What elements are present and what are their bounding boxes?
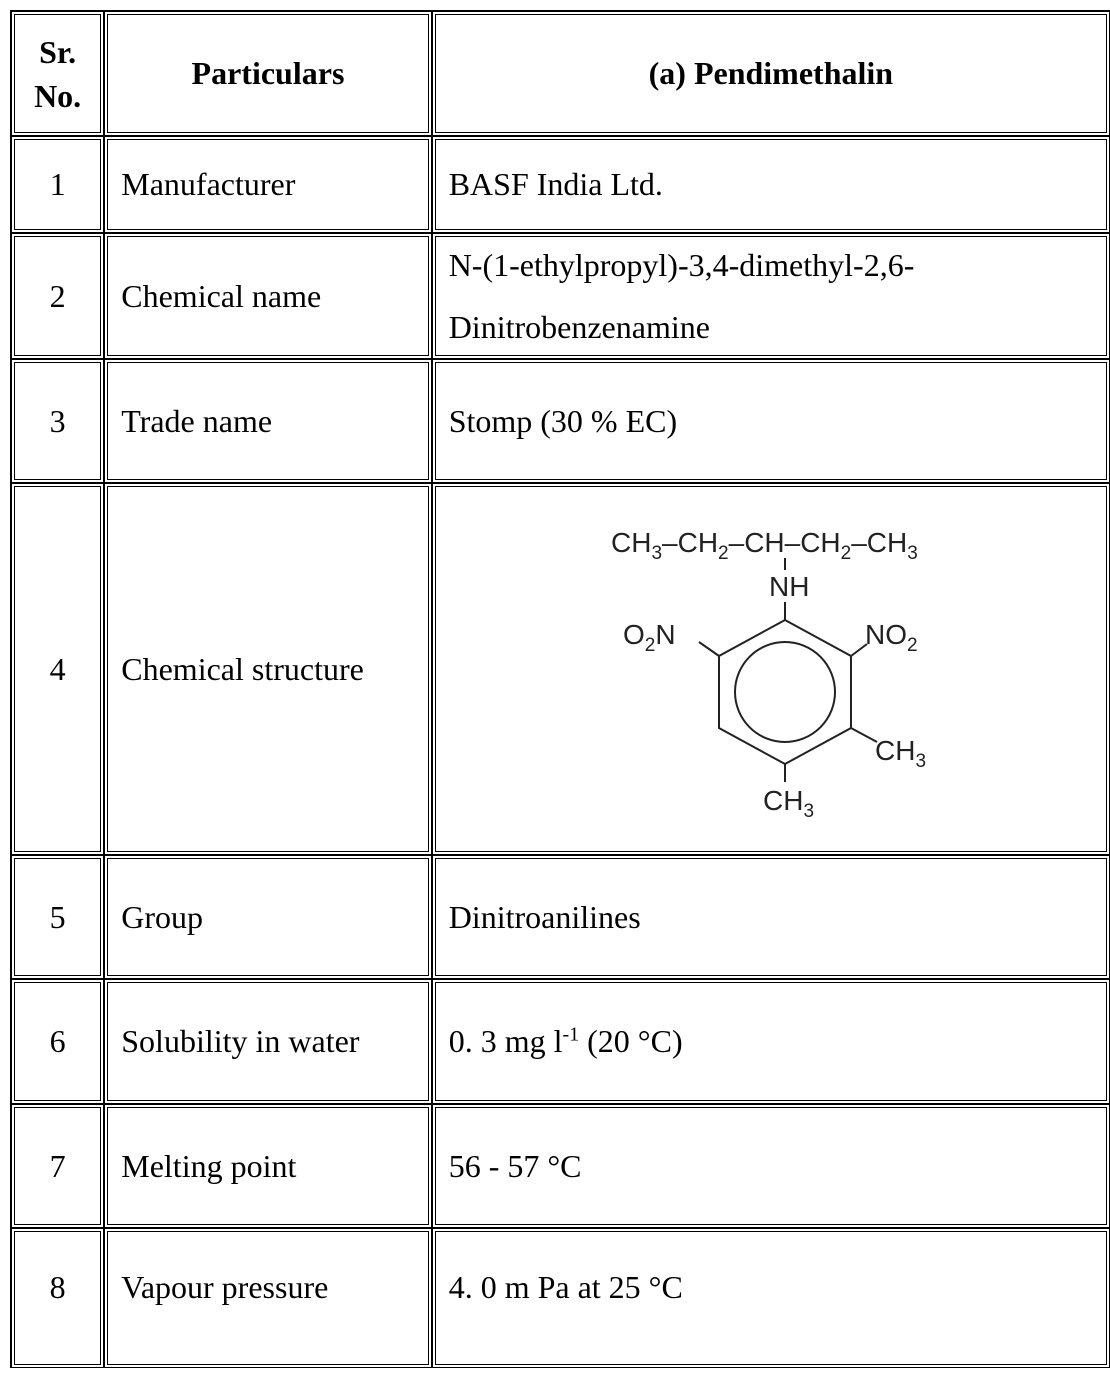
header-particulars: Particulars (104, 11, 432, 136)
value-cell: Stomp (30 % EC) (431, 359, 1110, 483)
header-row: Sr. No. Particulars (a) Pendimethalin (11, 11, 1110, 136)
header-sr-line2: No. (34, 77, 82, 114)
chemical-name-line1: N-(1-ethylpropyl)-3,4-dimethyl-2,6- (448, 247, 915, 283)
properties-table: Sr. No. Particulars (a) Pendimethalin 1 … (10, 10, 1110, 1368)
sr-cell: 6 (11, 979, 105, 1104)
value-cell: 56 - 57 °C (431, 1104, 1110, 1228)
structure-methyl-right: CH3 (875, 735, 926, 772)
table-row: 1 Manufacturer BASF India Ltd. (11, 136, 1110, 233)
particular-cell: Manufacturer (104, 136, 432, 233)
structure-methyl-bottom: CH3 (763, 785, 814, 822)
sr-cell: 4 (11, 483, 105, 855)
value-cell: 0. 3 mg l-1 (20 °C) (431, 979, 1110, 1104)
sr-cell: 3 (11, 359, 105, 483)
table-row: 6 Solubility in water 0. 3 mg l-1 (20 °C… (11, 979, 1110, 1104)
chemical-structure-diagram: CH3–CH2–CH–CH2–CH3 NH O2N NO2 CH3 CH3 (611, 527, 926, 822)
header-compound: (a) Pendimethalin (431, 11, 1110, 136)
sr-cell: 2 (11, 233, 105, 359)
solubility-value: 0. 3 mg l (448, 1023, 563, 1059)
chemical-name-line2: Dinitrobenzenamine (448, 309, 710, 345)
particular-cell: Melting point (104, 1104, 432, 1228)
structure-chain: CH3–CH2–CH–CH2–CH3 (611, 527, 918, 564)
sr-cell: 5 (11, 855, 105, 979)
particular-cell: Trade name (104, 359, 432, 483)
particular-cell: Chemical structure (104, 483, 432, 855)
solubility-exponent: -1 (562, 1023, 580, 1046)
value-cell: BASF India Ltd. (431, 136, 1110, 233)
structure-left-group: O2N (623, 619, 676, 656)
value-cell: 4. 0 m Pa at 25 °C (431, 1228, 1110, 1368)
table-row: 7 Melting point 56 - 57 °C (11, 1104, 1110, 1228)
structure-amine: NH (769, 571, 809, 602)
table-row: 3 Trade name Stomp (30 % EC) (11, 359, 1110, 483)
table-row: 4 Chemical structure CH3–CH2–CH–CH2–CH3 … (11, 483, 1110, 855)
particular-cell: Chemical name (104, 233, 432, 359)
solubility-temp: (20 °C) (579, 1023, 683, 1059)
particular-cell: Solubility in water (104, 979, 432, 1104)
sr-cell: 1 (11, 136, 105, 233)
table-row: 2 Chemical name N-(1-ethylpropyl)-3,4-di… (11, 233, 1110, 359)
value-cell: Dinitroanilines (431, 855, 1110, 979)
structure-right-group: NO2 (865, 619, 918, 656)
sr-cell: 7 (11, 1104, 105, 1228)
sr-cell: 8 (11, 1228, 105, 1368)
table-row: 8 Vapour pressure 4. 0 m Pa at 25 °C (11, 1228, 1110, 1368)
header-sr-line1: Sr. (39, 33, 77, 70)
particular-cell: Group (104, 855, 432, 979)
header-sr-no: Sr. No. (11, 11, 105, 136)
table-row: 5 Group Dinitroanilines (11, 855, 1110, 979)
particular-cell: Vapour pressure (104, 1228, 432, 1368)
value-cell: N-(1-ethylpropyl)-3,4-dimethyl-2,6- Dini… (431, 233, 1110, 359)
structure-cell: CH3–CH2–CH–CH2–CH3 NH O2N NO2 CH3 CH3 (431, 483, 1110, 855)
